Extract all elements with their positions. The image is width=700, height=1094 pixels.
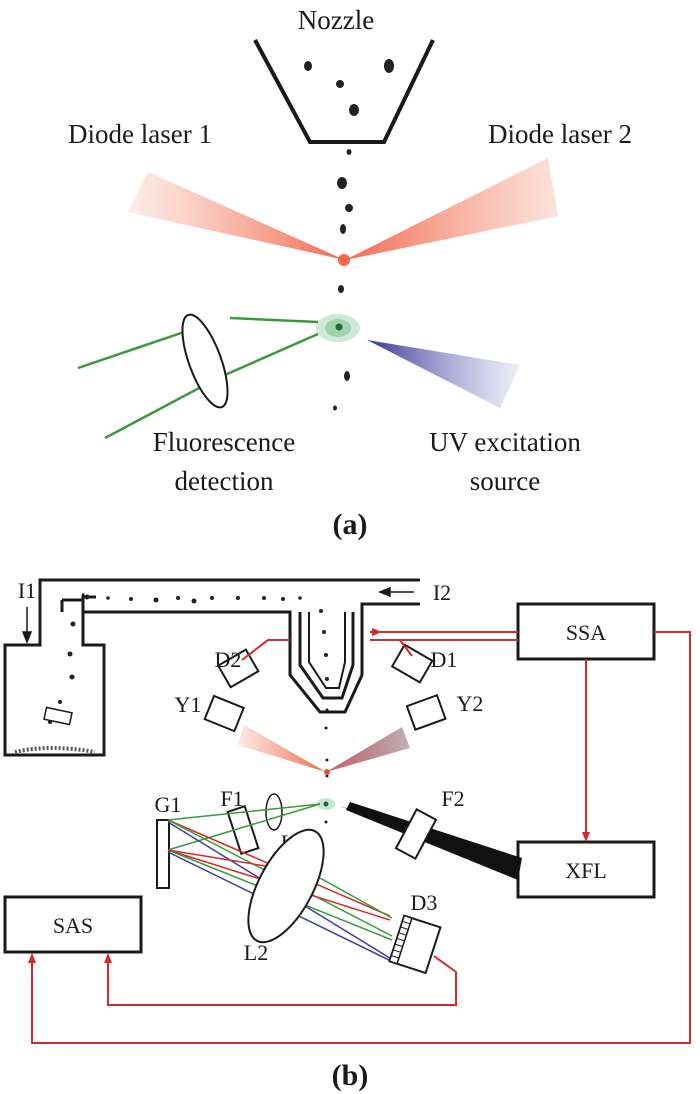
droplet-stream-b (48, 594, 329, 824)
label-i1: I1 (18, 578, 36, 603)
detector-d2 (216, 648, 260, 689)
collection-lens-a (181, 313, 229, 409)
source-label: source (470, 466, 540, 496)
filter-f1 (226, 805, 260, 855)
laser-crossing-b (324, 769, 330, 775)
label-f2: F2 (441, 786, 464, 811)
laser-beam-y1 (238, 725, 326, 772)
diode-laser-1-label: Diode laser 1 (68, 119, 212, 149)
laser-y1 (203, 694, 246, 733)
lens-l2 (247, 828, 325, 944)
sas-label: SAS (53, 913, 93, 938)
uv-excitation-label: UV excitation (429, 427, 581, 457)
ssa-box (516, 602, 656, 661)
detection-label: detection (175, 466, 274, 496)
grating-g1 (156, 819, 170, 889)
filter-f2 (394, 808, 438, 860)
reservoir-sediment (14, 706, 96, 754)
lens-l1 (265, 793, 283, 831)
diode-laser-1-beam (128, 172, 345, 260)
diode-laser-2-label: Diode laser 2 (488, 119, 632, 149)
excited-droplet-b (317, 798, 335, 810)
panel-b-caption: (b) (332, 1059, 369, 1092)
nozzle (253, 39, 435, 144)
excited-droplet-a (316, 314, 360, 342)
detector-d1 (390, 643, 434, 684)
nozzle-b-bore (308, 612, 346, 689)
panel-b: I1 I2 D2 (3, 578, 691, 1092)
laser-crossing-point (338, 254, 350, 266)
nozzle-b-inner (298, 612, 355, 700)
reservoir (3, 580, 106, 757)
label-y1: Y1 (175, 692, 202, 717)
droplet-stream-a (304, 59, 394, 411)
label-d1: D1 (431, 647, 458, 672)
xfl-beam-core (346, 802, 522, 880)
laser-y2 (405, 693, 447, 731)
detector-d3 (388, 914, 442, 975)
panel-a-caption: (a) (333, 508, 368, 541)
label-i2: I2 (433, 580, 451, 605)
inlet-i1-arrow (21, 607, 33, 645)
laser-beam-y2 (326, 727, 410, 772)
label-f1: F1 (220, 786, 243, 811)
xfl-label: XFL (565, 858, 607, 883)
ssa-label: SSA (566, 620, 606, 645)
label-d2: D2 (215, 647, 242, 672)
panel-a: Nozzle Diode laser 1 Diode laser 2 (68, 5, 632, 541)
signal-arrowheads (28, 628, 590, 963)
sas-box (3, 895, 143, 954)
label-y2: Y2 (457, 691, 484, 716)
diode-laser-2-beam (345, 158, 558, 260)
nozzle-label: Nozzle (298, 5, 374, 35)
label-g1: G1 (155, 792, 182, 817)
nozzle-b-outer (83, 602, 420, 714)
inlet-i2-arrow (377, 586, 414, 598)
fluorescence-label: Fluorescence (153, 427, 295, 457)
label-d3: D3 (411, 890, 438, 915)
uv-excitation-beam (367, 340, 520, 408)
label-l2: L2 (244, 940, 268, 965)
signal-wires (31, 631, 691, 1044)
